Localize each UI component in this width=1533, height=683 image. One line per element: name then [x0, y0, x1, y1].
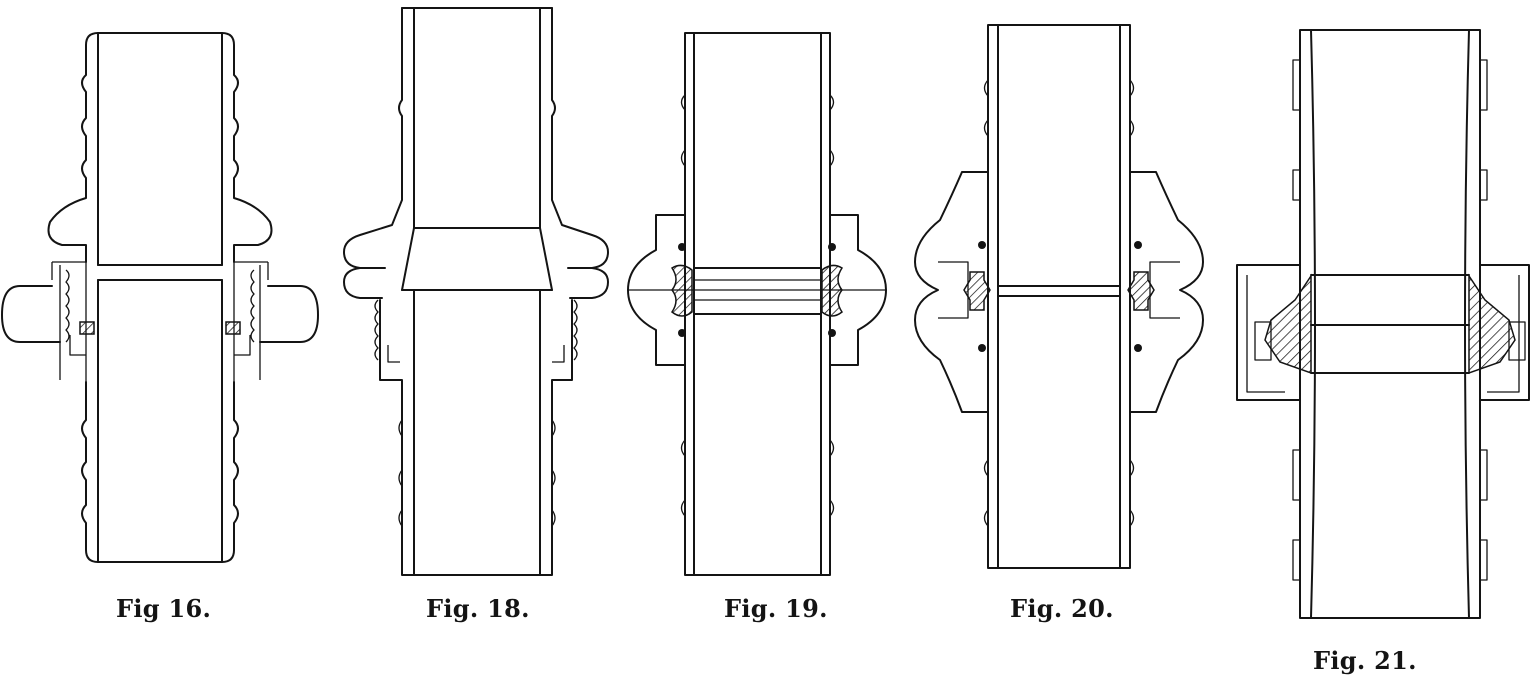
caption-fig-16: Fig 16.: [116, 594, 212, 623]
figure-18: Fig. 18.: [330, 0, 620, 683]
figure-16: Fig 16.: [0, 0, 320, 683]
figure-19: Fig. 19.: [620, 0, 910, 683]
caption-fig-20: Fig. 20.: [1010, 594, 1114, 623]
hose-coupling-drawing-19: [627, 32, 887, 576]
hose-coupling-drawing-18: [343, 7, 609, 576]
caption-fig-21: Fig. 21.: [1313, 646, 1417, 675]
hose-coupling-drawing-21: [1236, 29, 1530, 619]
caption-fig-18: Fig. 18.: [426, 594, 530, 623]
figure-21: Fig. 21.: [1225, 0, 1533, 683]
hose-coupling-drawing-20: [914, 24, 1204, 569]
figure-20: Fig. 20.: [910, 0, 1210, 683]
caption-fig-19: Fig. 19.: [724, 594, 828, 623]
hose-coupling-drawing-16: [1, 32, 319, 563]
